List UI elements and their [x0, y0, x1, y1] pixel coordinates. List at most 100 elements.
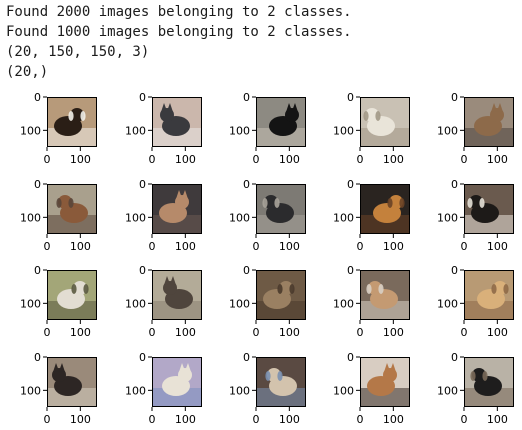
image-panel: 0 100 0 100 — [333, 178, 410, 253]
y-tick-label: 100 — [125, 297, 146, 310]
axes-frame — [464, 97, 514, 147]
x-tick-label: 100 — [487, 153, 508, 166]
y-tick-label: 100 — [437, 384, 458, 397]
axes-frame — [464, 184, 514, 234]
axes-frame — [256, 97, 306, 147]
y-tick-label: 0 — [139, 91, 146, 104]
image-panel: 0 100 0 100 — [125, 91, 202, 166]
x-tick-label: 0 — [253, 413, 260, 426]
image-panel: 0 100 0 100 — [20, 351, 97, 426]
y-tick-label: 0 — [347, 178, 354, 191]
dog-photo-thumbnail — [464, 357, 514, 407]
console-line: Found 2000 images belonging to 2 classes… — [6, 4, 352, 20]
x-tick-label: 100 — [70, 326, 91, 339]
x-tick-label: 100 — [279, 240, 300, 253]
y-tick-label: 100 — [125, 124, 146, 137]
x-tick-label: 0 — [149, 153, 156, 166]
y-tick-label: 0 — [139, 264, 146, 277]
x-tick-label: 100 — [70, 413, 91, 426]
y-tick-label: 0 — [243, 91, 250, 104]
y-tick-label: 100 — [333, 384, 354, 397]
y-tick-label: 0 — [451, 264, 458, 277]
x-tick-label: 0 — [149, 240, 156, 253]
y-tick-label: 0 — [243, 264, 250, 277]
x-tick-label: 100 — [383, 326, 404, 339]
cat-photo-thumbnail — [152, 357, 202, 407]
y-tick-label: 0 — [347, 91, 354, 104]
x-tick-label: 0 — [44, 240, 51, 253]
axes-frame — [47, 184, 97, 234]
dog-photo-thumbnail — [360, 184, 410, 234]
axes-frame — [152, 270, 202, 320]
y-tick-label: 100 — [333, 211, 354, 224]
x-tick-label: 0 — [357, 153, 364, 166]
x-tick-label: 100 — [175, 153, 196, 166]
x-tick-label: 100 — [383, 153, 404, 166]
y-tick-label: 0 — [451, 351, 458, 364]
dog-photo-thumbnail — [256, 357, 306, 407]
axes-frame — [47, 270, 97, 320]
cat-photo-thumbnail — [256, 97, 306, 147]
x-tick-label: 100 — [70, 153, 91, 166]
cat-photo-thumbnail — [152, 97, 202, 147]
x-tick-label: 0 — [357, 240, 364, 253]
y-tick-label: 0 — [139, 178, 146, 191]
x-tick-label: 0 — [149, 413, 156, 426]
y-tick-label: 100 — [20, 384, 41, 397]
x-tick-label: 0 — [44, 326, 51, 339]
x-tick-label: 100 — [279, 153, 300, 166]
y-tick-label: 0 — [347, 264, 354, 277]
x-tick-label: 0 — [44, 413, 51, 426]
dog-photo-thumbnail — [256, 184, 306, 234]
cat-photo-thumbnail — [47, 357, 97, 407]
cat-photo-thumbnail — [360, 357, 410, 407]
axes-frame — [256, 357, 306, 407]
y-tick-label: 100 — [229, 211, 250, 224]
x-tick-label: 0 — [461, 240, 468, 253]
axes-frame — [360, 184, 410, 234]
axes-frame — [360, 97, 410, 147]
y-tick-label: 0 — [243, 178, 250, 191]
y-tick-label: 0 — [34, 178, 41, 191]
x-tick-label: 100 — [175, 326, 196, 339]
x-tick-label: 100 — [70, 240, 91, 253]
x-tick-label: 0 — [461, 413, 468, 426]
x-tick-label: 100 — [383, 240, 404, 253]
y-tick-label: 0 — [451, 91, 458, 104]
image-panel: 0 100 0 100 — [333, 91, 410, 166]
dog-photo-thumbnail — [360, 270, 410, 320]
x-tick-label: 100 — [487, 413, 508, 426]
y-tick-label: 100 — [20, 211, 41, 224]
cat-photo-thumbnail — [152, 270, 202, 320]
cat-photo-thumbnail — [152, 184, 202, 234]
x-tick-label: 100 — [487, 326, 508, 339]
axes-frame — [256, 184, 306, 234]
axes-frame — [464, 270, 514, 320]
y-tick-label: 0 — [34, 351, 41, 364]
console-line: Found 1000 images belonging to 2 classes… — [6, 24, 352, 40]
axes-frame — [360, 270, 410, 320]
x-tick-label: 100 — [383, 413, 404, 426]
x-tick-label: 0 — [253, 240, 260, 253]
console-output: Found 2000 images belonging to 2 classes… — [6, 2, 352, 82]
dog-photo-thumbnail — [360, 97, 410, 147]
axes-frame — [464, 357, 514, 407]
x-tick-label: 0 — [357, 413, 364, 426]
y-tick-label: 100 — [229, 297, 250, 310]
y-tick-label: 100 — [229, 384, 250, 397]
y-tick-label: 100 — [333, 124, 354, 137]
image-panel: 0 100 0 100 — [229, 178, 306, 253]
y-tick-label: 100 — [125, 384, 146, 397]
y-tick-label: 100 — [229, 124, 250, 137]
cat-photo-thumbnail — [464, 97, 514, 147]
axes-frame — [47, 357, 97, 407]
y-tick-label: 100 — [437, 211, 458, 224]
